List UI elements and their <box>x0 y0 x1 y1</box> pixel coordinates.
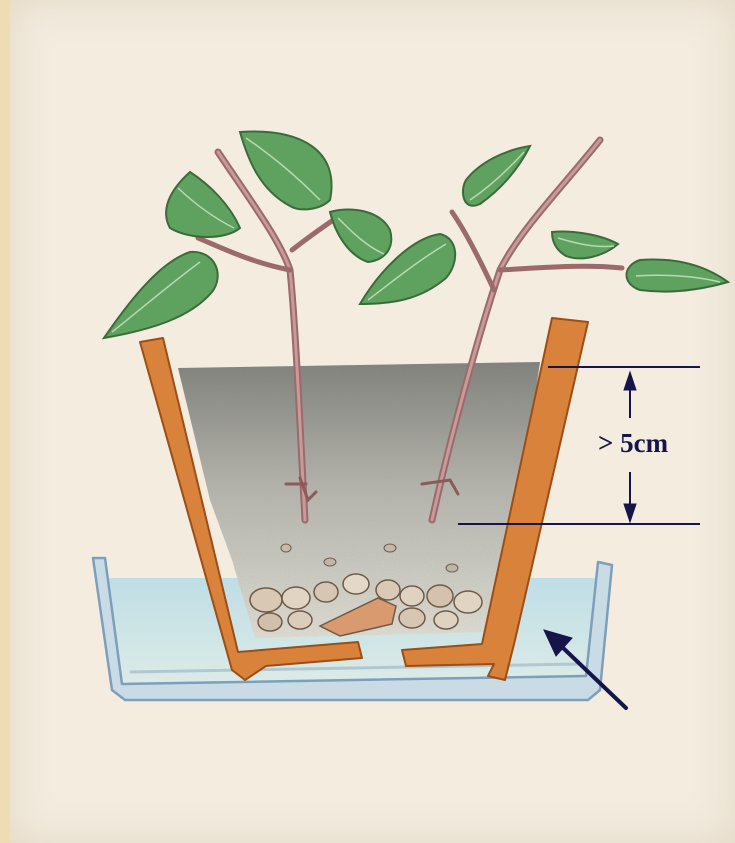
depth-arrow-down-icon <box>624 504 636 522</box>
depth-arrow-up-icon <box>624 372 636 390</box>
leaf <box>166 172 240 237</box>
leaves <box>104 132 728 338</box>
leaf <box>463 146 530 206</box>
depth-label: > 5cm <box>598 428 668 459</box>
leaf <box>330 209 391 262</box>
